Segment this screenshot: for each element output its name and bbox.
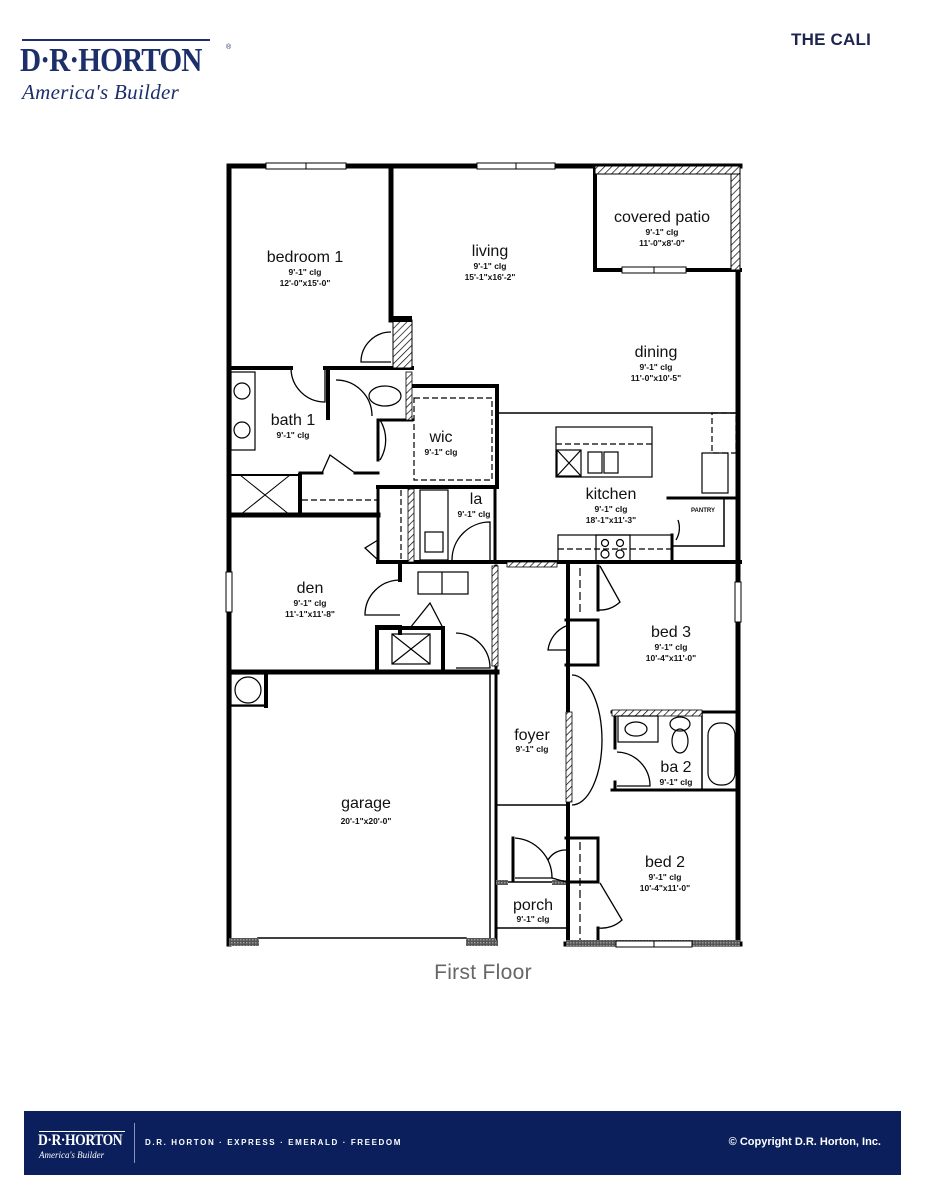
- svg-text:9'-1" clg: 9'-1" clg: [517, 914, 550, 924]
- svg-text:9'-1" clg: 9'-1" clg: [277, 430, 310, 440]
- svg-text:bed 2: bed 2: [645, 854, 685, 871]
- floor-caption: First Floor: [434, 961, 532, 984]
- svg-text:covered patio: covered patio: [614, 209, 710, 226]
- footer-banner: D·R·HORTON America's Builder D.R. HORTON…: [24, 1111, 901, 1175]
- logo-tagline: America's Builder: [22, 80, 180, 104]
- svg-text:wic: wic: [428, 429, 452, 446]
- registered-mark: ®: [226, 44, 232, 51]
- dr-horton-logo: D·R·HORTON ® America's Builder: [20, 36, 231, 106]
- door-swings: [239, 331, 680, 929]
- svg-text:9'-1" clg: 9'-1" clg: [640, 362, 673, 372]
- room-bath-1: bath 1 9'-1" clg: [271, 412, 316, 440]
- footer-logo-brand: D·R·HORTON: [38, 1132, 123, 1149]
- footer-logo-tagline: America's Builder: [39, 1150, 105, 1160]
- svg-text:9'-1" clg: 9'-1" clg: [458, 509, 491, 519]
- svg-text:den: den: [297, 580, 324, 597]
- room-ba-2: ba 2 9'-1" clg: [660, 759, 693, 787]
- svg-text:9'-1" clg: 9'-1" clg: [595, 504, 628, 514]
- svg-text:9'-1" clg: 9'-1" clg: [660, 777, 693, 787]
- windows: [225, 162, 742, 948]
- svg-text:10'-4"x11'-0": 10'-4"x11'-0": [646, 653, 696, 663]
- svg-text:foyer: foyer: [514, 727, 550, 744]
- svg-text:living: living: [472, 243, 508, 260]
- svg-text:11'-1"x11'-8": 11'-1"x11'-8": [285, 609, 335, 619]
- svg-text:9'-1" clg: 9'-1" clg: [655, 642, 688, 652]
- room-labels: bedroom 1 9'-1" clg 12'-0"x15'-0" living…: [267, 209, 715, 924]
- svg-text:9'-1" clg: 9'-1" clg: [649, 872, 682, 882]
- svg-text:11'-0"x10'-5": 11'-0"x10'-5": [631, 373, 681, 383]
- room-pantry: PANTRY: [691, 508, 715, 514]
- room-porch: porch 9'-1" clg: [513, 897, 553, 924]
- svg-text:9'-1" clg: 9'-1" clg: [425, 447, 458, 457]
- svg-text:kitchen: kitchen: [586, 486, 637, 503]
- svg-text:garage: garage: [341, 795, 391, 812]
- footer-divider: [134, 1123, 135, 1163]
- room-den: den 9'-1" clg 11'-1"x11'-8": [285, 580, 335, 619]
- room-dining: dining 9'-1" clg 11'-0"x10'-5": [631, 344, 681, 383]
- logo-rule: [22, 39, 210, 41]
- svg-text:PANTRY: PANTRY: [691, 508, 715, 514]
- svg-text:20'-1"x20'-0": 20'-1"x20'-0": [341, 816, 392, 826]
- footer-logo: D·R·HORTON America's Builder: [38, 1125, 132, 1161]
- svg-text:9'-1" clg: 9'-1" clg: [646, 227, 679, 237]
- room-bedroom-1: bedroom 1 9'-1" clg 12'-0"x15'-0": [267, 249, 344, 288]
- copyright-notice: © Copyright D.R. Horton, Inc.: [728, 1136, 881, 1148]
- room-living: living 9'-1" clg 15'-1"x16'-2": [465, 243, 516, 282]
- svg-text:la: la: [470, 491, 483, 508]
- footer-brand-list: D.R. HORTON · EXPRESS · EMERALD · FREEDO…: [145, 1138, 403, 1147]
- svg-text:18'-1"x11'-3": 18'-1"x11'-3": [586, 515, 636, 525]
- room-bed-2: bed 2 9'-1" clg 10'-4"x11'-0": [640, 854, 690, 893]
- fixtures: [230, 371, 737, 940]
- plan-title: THE CALI: [791, 30, 871, 49]
- svg-text:ba 2: ba 2: [660, 759, 691, 776]
- room-foyer: foyer 9'-1" clg: [514, 727, 550, 754]
- footer-logo-rule: [39, 1131, 125, 1132]
- svg-text:12'-0"x15'-0": 12'-0"x15'-0": [280, 278, 331, 288]
- svg-text:porch: porch: [513, 897, 553, 914]
- room-covered-patio: covered patio 9'-1" clg 11'-0"x8'-0": [614, 209, 710, 248]
- room-kitchen: kitchen 9'-1" clg 18'-1"x11'-3": [586, 486, 637, 525]
- room-garage: garage 20'-1"x20'-0": [341, 795, 392, 826]
- svg-text:9'-1" clg: 9'-1" clg: [516, 744, 549, 754]
- svg-text:bed 3: bed 3: [651, 624, 691, 641]
- svg-text:15'-1"x16'-2": 15'-1"x16'-2": [465, 272, 516, 282]
- svg-text:bedroom 1: bedroom 1: [267, 249, 344, 266]
- svg-text:9'-1" clg: 9'-1" clg: [289, 267, 322, 277]
- svg-text:dining: dining: [635, 344, 678, 361]
- svg-text:10'-4"x11'-0": 10'-4"x11'-0": [640, 883, 690, 893]
- svg-text:bath 1: bath 1: [271, 412, 316, 429]
- room-laundry: la 9'-1" clg: [458, 491, 491, 519]
- svg-text:11'-0"x8'-0": 11'-0"x8'-0": [639, 238, 685, 248]
- svg-text:9'-1" clg: 9'-1" clg: [294, 598, 327, 608]
- logo-brand: D·R·HORTON: [20, 42, 202, 79]
- room-wic: wic 9'-1" clg: [425, 429, 458, 457]
- room-bed-3: bed 3 9'-1" clg 10'-4"x11'-0": [646, 624, 696, 663]
- svg-text:9'-1" clg: 9'-1" clg: [474, 261, 507, 271]
